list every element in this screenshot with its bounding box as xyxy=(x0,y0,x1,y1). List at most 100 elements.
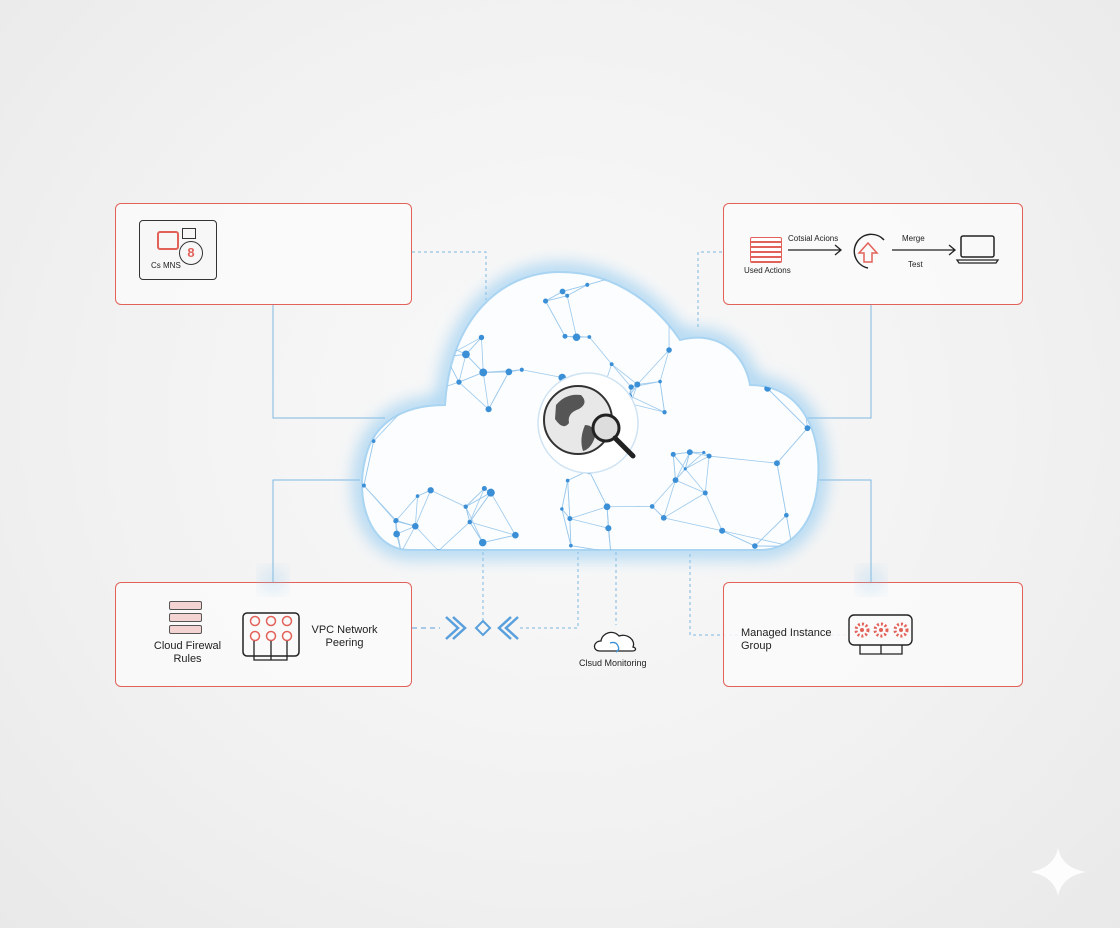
network-node xyxy=(804,425,811,432)
network-node xyxy=(505,368,513,376)
network-link xyxy=(438,521,471,550)
network-node xyxy=(662,409,667,415)
network-link xyxy=(458,354,467,383)
network-link xyxy=(566,284,588,297)
network-node xyxy=(478,334,485,341)
network-node xyxy=(559,288,566,295)
network-link xyxy=(483,371,509,373)
network-link xyxy=(465,506,471,523)
network-link xyxy=(704,456,710,494)
network-node xyxy=(371,439,376,444)
network-node xyxy=(462,350,470,359)
test-label: Test xyxy=(908,260,923,269)
network-node xyxy=(560,507,564,511)
network-node xyxy=(585,282,590,287)
globe-search-icon xyxy=(537,372,639,474)
network-node xyxy=(666,347,672,353)
network-link xyxy=(651,479,676,507)
network-link xyxy=(611,363,632,388)
network-link xyxy=(569,518,572,546)
network-node xyxy=(393,530,400,538)
network-node xyxy=(412,522,419,530)
server-icon xyxy=(157,231,179,250)
network-link xyxy=(458,381,489,410)
network-link xyxy=(521,369,563,378)
network-link xyxy=(659,381,665,413)
dns-card: 8 Cs MNS xyxy=(139,220,217,280)
network-node xyxy=(565,478,570,483)
network-link xyxy=(685,455,710,470)
network-node xyxy=(543,298,549,304)
network-link xyxy=(709,455,777,464)
network-link xyxy=(566,295,577,338)
cloud-monitoring-icon xyxy=(593,631,637,653)
firewall-label-line1: Cloud Firewal xyxy=(153,640,222,652)
network-node xyxy=(572,333,581,342)
network-link xyxy=(629,395,665,413)
network-link xyxy=(588,470,608,507)
network-link xyxy=(400,526,416,550)
network-link xyxy=(561,508,572,546)
network-link xyxy=(672,454,676,481)
network-link xyxy=(490,492,516,536)
network-node xyxy=(481,485,487,492)
network-link xyxy=(561,480,569,510)
network-node xyxy=(463,504,468,509)
network-link xyxy=(611,363,638,385)
network-node xyxy=(415,494,420,498)
network-link xyxy=(721,530,756,547)
network-node xyxy=(660,514,667,521)
network-link xyxy=(569,506,608,519)
dns-label: Cs MNS xyxy=(151,261,181,270)
network-node xyxy=(773,460,780,467)
network-link xyxy=(684,468,706,494)
network-link xyxy=(363,441,374,486)
network-link xyxy=(545,300,566,337)
network-link xyxy=(722,530,793,547)
network-node xyxy=(702,490,708,496)
network-link xyxy=(465,492,492,508)
network-node xyxy=(467,519,473,525)
network-link xyxy=(567,480,571,519)
mig-label-line1: Managed Instance xyxy=(741,627,832,639)
hourglass-icon: 8 xyxy=(179,241,203,265)
network-node xyxy=(784,512,789,518)
network-node xyxy=(686,449,693,456)
network-node xyxy=(628,384,634,390)
network-node xyxy=(670,451,676,457)
upload-icon xyxy=(853,233,885,269)
document-icon xyxy=(182,228,196,239)
network-link xyxy=(663,479,676,518)
network-link xyxy=(482,372,489,410)
network-node xyxy=(512,531,519,539)
network-link xyxy=(414,496,418,527)
network-link xyxy=(469,521,484,543)
network-link xyxy=(776,427,808,464)
network-link xyxy=(458,372,484,383)
used-actions-label: Used Actions xyxy=(744,266,791,275)
network-node xyxy=(562,333,568,339)
network-node xyxy=(609,362,614,367)
network-node xyxy=(567,516,573,522)
network-node xyxy=(605,525,612,532)
network-node xyxy=(683,467,687,471)
network-link xyxy=(363,485,396,522)
network-node xyxy=(393,518,398,524)
network-node xyxy=(569,543,573,548)
arrow1-label: Cotsial Acions xyxy=(788,234,839,243)
network-link xyxy=(465,506,484,543)
network-link xyxy=(465,354,484,373)
network-link xyxy=(465,488,485,507)
cloud-monitoring-label: Clsud Monitoring xyxy=(579,658,647,668)
vpc-label-line1: VPC Network xyxy=(311,624,378,636)
laptop-icon xyxy=(955,235,1000,264)
network-link xyxy=(415,525,439,550)
network-node xyxy=(519,367,524,372)
network-link xyxy=(545,291,563,302)
network-node xyxy=(706,453,712,459)
network-link xyxy=(469,488,485,523)
network-node xyxy=(702,450,706,455)
